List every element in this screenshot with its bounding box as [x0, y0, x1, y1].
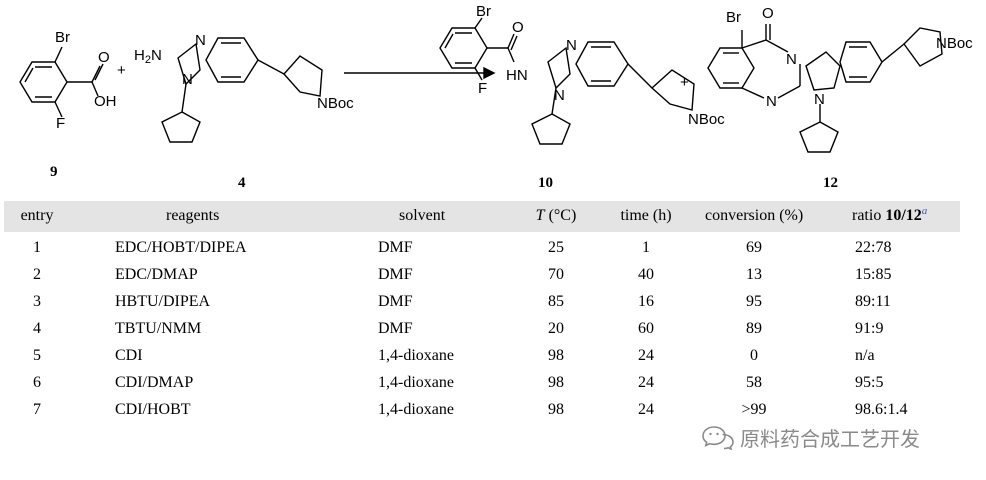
- column-header-solvent: solvent: [399, 207, 446, 224]
- structure-compound-12: Br O N N N NBoc: [707, 5, 973, 153]
- temperature-symbol: T: [535, 207, 545, 224]
- atom-label-n: N: [182, 71, 193, 88]
- table-cell-temp: 25: [548, 239, 564, 256]
- table-cell-conversion: >99: [741, 401, 767, 418]
- table-cell-time: 24: [638, 374, 654, 391]
- atom-label-n: N: [786, 51, 797, 68]
- atom-label-nboc: NBoc: [688, 111, 725, 128]
- structure-compound-4: H2N N N NBoc: [134, 32, 354, 143]
- table-cell-solvent: DMF: [378, 293, 413, 310]
- table-cell-temp: 98: [548, 374, 564, 391]
- table-cell-temp: 70: [548, 266, 564, 283]
- watermark: 原料药合成工艺开发: [702, 422, 920, 452]
- table-cell-ratio: 15:85: [855, 266, 892, 283]
- atom-label-br: Br: [55, 29, 70, 46]
- table-cell-time: 40: [638, 266, 654, 283]
- table-cell-conversion: 95: [746, 293, 762, 310]
- compound-number-12: 12: [823, 175, 838, 191]
- table-cell-temp: 20: [548, 320, 564, 337]
- table-cell-reagents: CDI: [115, 347, 143, 364]
- column-header-conversion: conversion (%): [705, 207, 804, 224]
- table-cell-entry: 7: [33, 401, 41, 418]
- column-header-ratio: ratio 10/12a: [852, 206, 927, 226]
- table-cell-conversion: 0: [750, 347, 758, 364]
- atom-label-nboc: NBoc: [317, 95, 354, 112]
- table-cell-time: 24: [638, 347, 654, 364]
- table-cell-time: 1: [642, 239, 650, 256]
- compound-number-10: 10: [538, 175, 553, 191]
- table-cell-entry: 2: [33, 266, 41, 283]
- table-cell-temp: 98: [548, 347, 564, 364]
- table-cell-entry: 5: [33, 347, 41, 364]
- column-header-temperature: T (°C): [520, 206, 592, 226]
- table-cell-ratio: 98.6:1.4: [855, 401, 908, 418]
- ratio-prefix: ratio: [852, 207, 882, 224]
- reaction-scheme: Br F O OH 9 + H2N N N NBoc 4: [19, 3, 973, 191]
- table-cell-entry: 4: [33, 320, 41, 337]
- table-cell-conversion: 13: [746, 266, 762, 283]
- compound-number-4: 4: [238, 175, 246, 191]
- table-cell-reagents: CDI/HOBT: [115, 401, 191, 418]
- atom-label-o: O: [98, 49, 110, 66]
- plus-sign-2: +: [680, 74, 689, 91]
- atom-label-oh: OH: [94, 93, 117, 110]
- watermark-text: 原料药合成工艺开发: [740, 426, 920, 451]
- footnote-marker: a: [921, 205, 928, 217]
- table-cell-solvent: DMF: [378, 320, 413, 337]
- column-header-time: time (h): [620, 207, 672, 224]
- table-cell-entry: 3: [33, 293, 41, 310]
- ratio-compounds: 10/12: [885, 207, 922, 224]
- table-cell-time: 16: [638, 293, 654, 310]
- atom-label-o: O: [512, 19, 524, 36]
- reaction-arrow: [344, 66, 496, 80]
- table-cell-temp: 98: [548, 401, 564, 418]
- table-cell-time: 60: [638, 320, 654, 337]
- table-cell-entry: 6: [33, 374, 41, 391]
- atom-label-nboc: NBoc: [936, 35, 973, 52]
- table-cell-ratio: 89:11: [855, 293, 891, 310]
- atom-label-n: N: [566, 37, 577, 54]
- atom-label-n: N: [814, 91, 825, 108]
- atom-label-hn: HN: [506, 67, 528, 84]
- column-header-entry: entry: [20, 207, 54, 224]
- table-cell-reagents: HBTU/DIPEA: [115, 293, 211, 310]
- table-cell-conversion: 69: [746, 239, 762, 256]
- table-cell-reagents: EDC/DMAP: [115, 266, 198, 283]
- table-cell-solvent: 1,4-dioxane: [378, 347, 454, 364]
- atom-label-f: F: [56, 115, 65, 132]
- table-cell-reagents: TBTU/NMM: [115, 320, 202, 337]
- table-cell-temp: 85: [548, 293, 564, 310]
- table-cell-ratio: 22:78: [855, 239, 892, 256]
- structure-compound-9: Br F O OH: [19, 29, 117, 132]
- atom-label-o: O: [762, 5, 774, 22]
- column-header-reagents: reagents: [166, 207, 220, 224]
- atom-label-br: Br: [726, 9, 741, 26]
- table-cell-solvent: DMF: [378, 266, 413, 283]
- wechat-icon: [702, 426, 734, 450]
- table-cell-solvent: DMF: [378, 239, 413, 256]
- table-header-row: [4, 201, 960, 232]
- table-cell-ratio: n/a: [855, 347, 875, 364]
- plus-sign-1: +: [117, 62, 126, 79]
- table-cell-solvent: 1,4-dioxane: [378, 374, 454, 391]
- atom-label-n: N: [195, 32, 206, 49]
- table-cell-reagents: CDI/DMAP: [115, 374, 194, 391]
- table-cell-reagents: EDC/HOBT/DIPEA: [115, 239, 247, 256]
- atom-label-f: F: [478, 80, 487, 97]
- table-cell-conversion: 89: [746, 320, 762, 337]
- table-cell-conversion: 58: [746, 374, 762, 391]
- atom-label-n: N: [554, 87, 565, 104]
- atom-label-h2n: H2N: [134, 47, 162, 66]
- atom-label-n: N: [766, 93, 777, 110]
- atom-label-br: Br: [476, 3, 491, 20]
- temperature-unit: (°C): [548, 207, 577, 224]
- compound-number-9: 9: [50, 164, 58, 180]
- table-cell-ratio: 95:5: [855, 374, 884, 391]
- table-cell-ratio: 91:9: [855, 320, 884, 337]
- table-cell-time: 24: [638, 401, 654, 418]
- table-cell-entry: 1: [33, 239, 41, 256]
- table-cell-solvent: 1,4-dioxane: [378, 401, 454, 418]
- structure-compound-10: Br F O HN N N NBoc: [439, 3, 725, 145]
